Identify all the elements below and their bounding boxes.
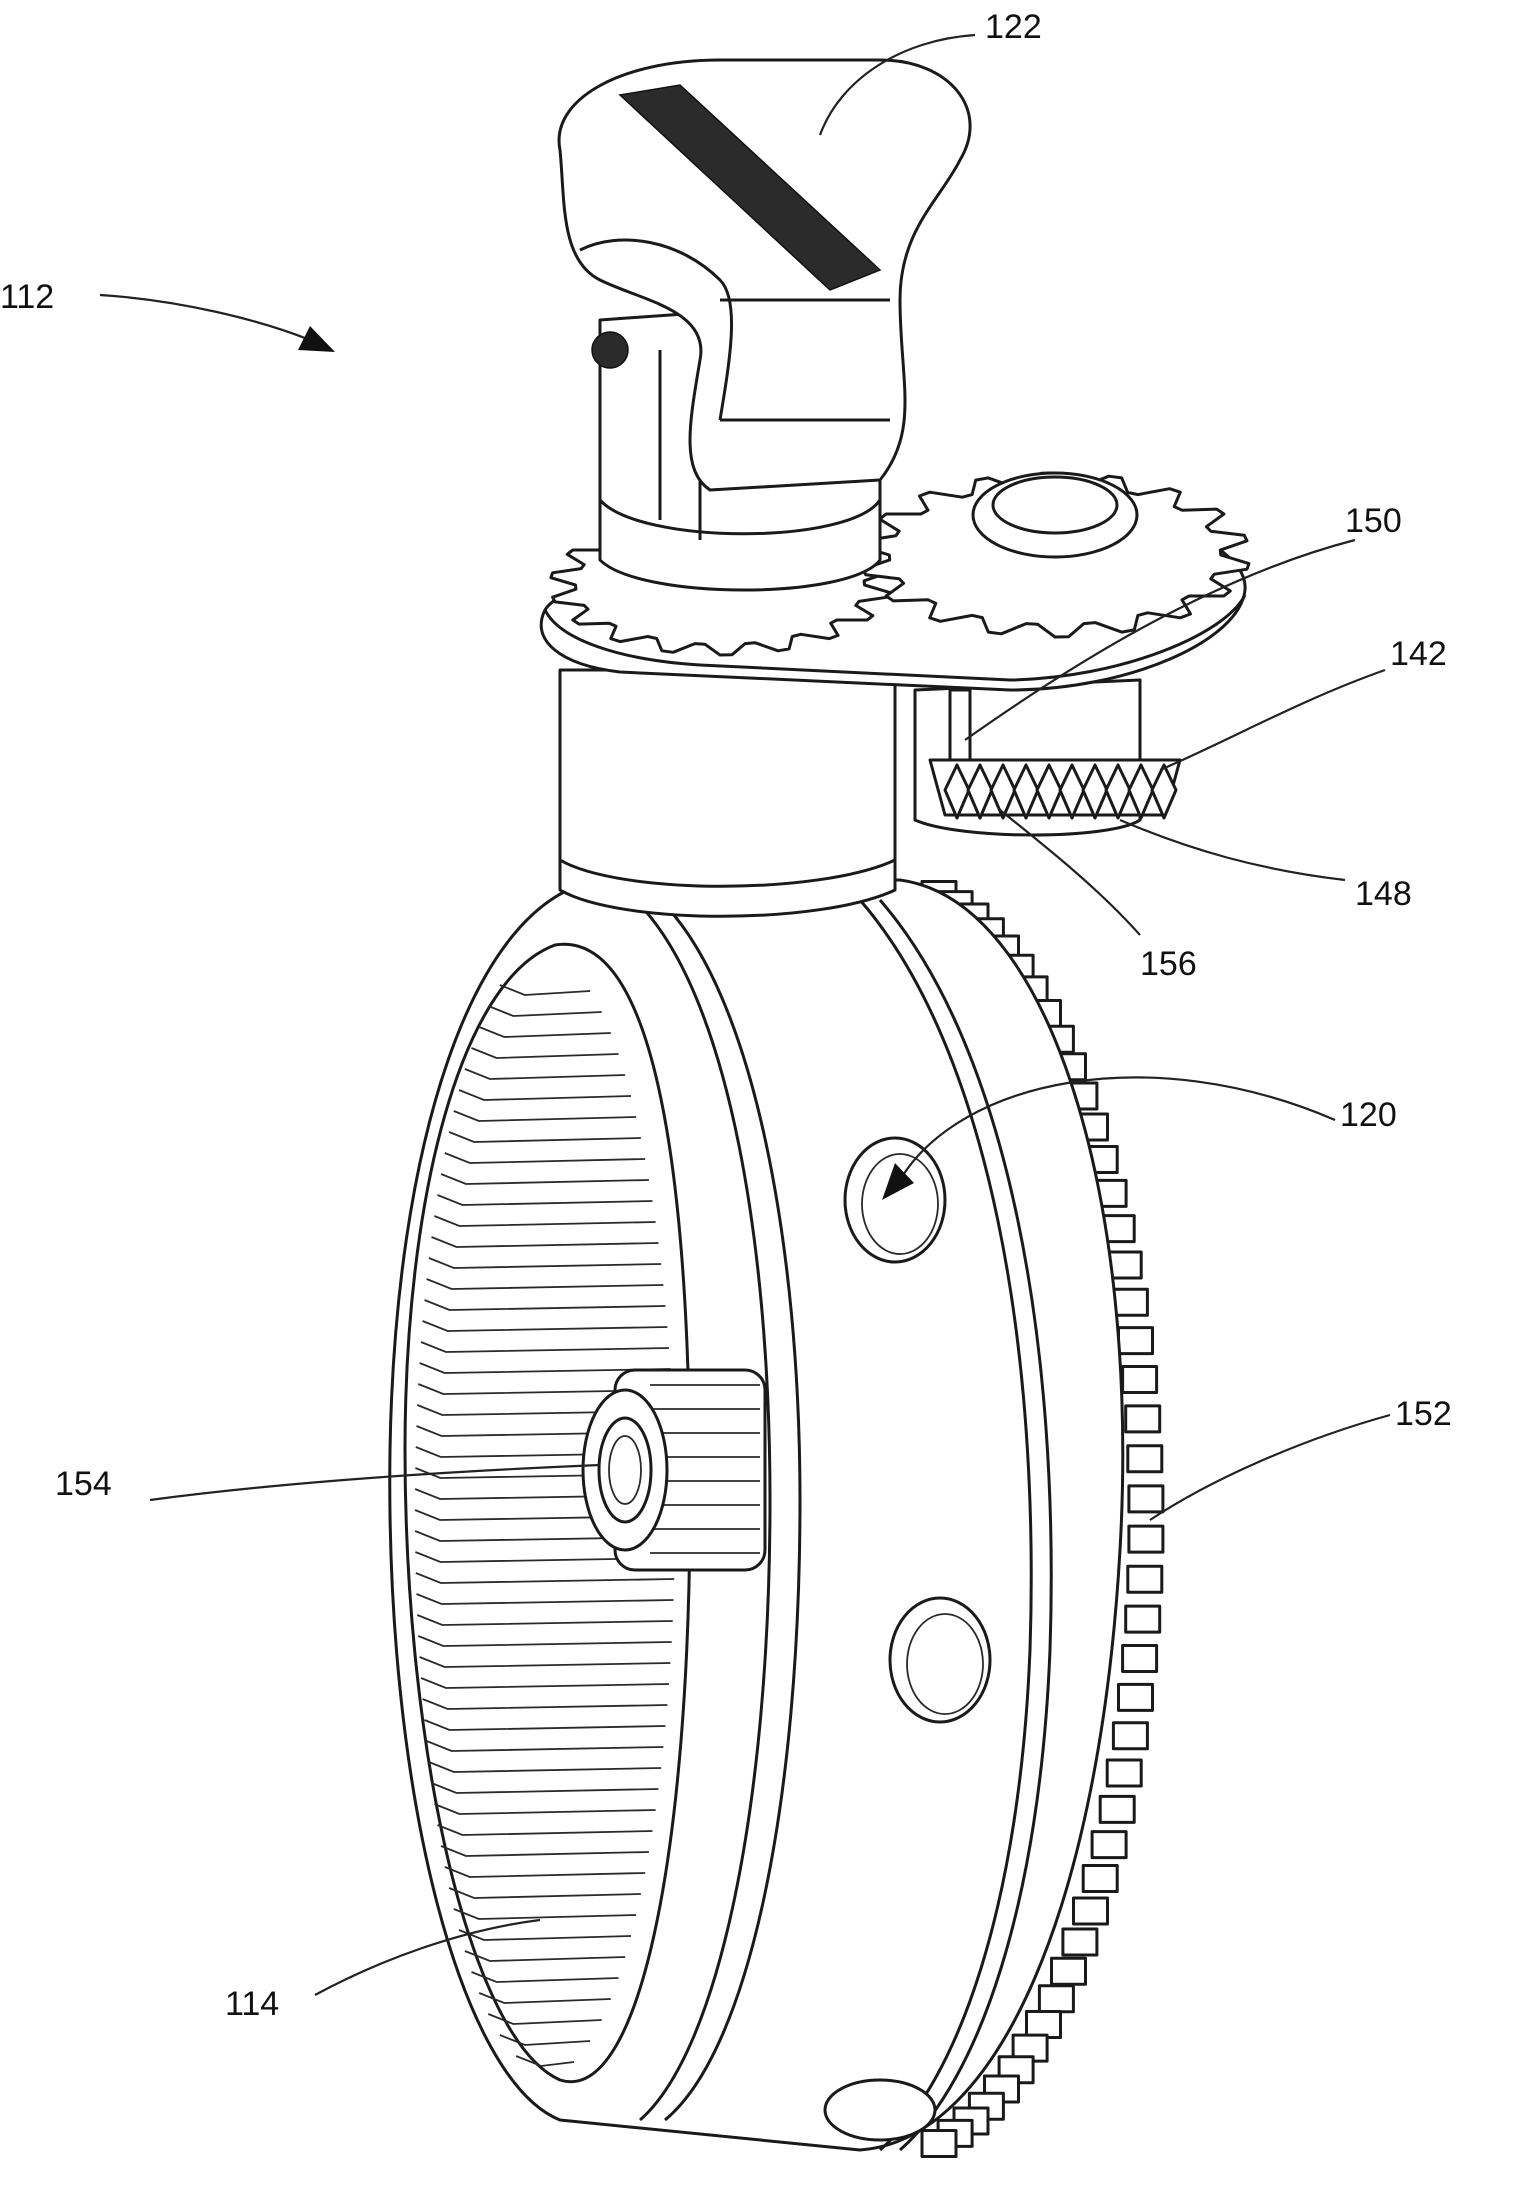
ring-hole-upper (845, 1138, 945, 1262)
leader-148 (1120, 820, 1345, 880)
outer-tooth (1074, 1898, 1108, 1924)
label-120: 120 (1340, 1096, 1397, 1134)
collar-cylinder (560, 670, 895, 916)
outer-tooth (1083, 1866, 1117, 1892)
outer-tooth (1123, 1646, 1157, 1672)
ring-hole-lower (890, 1598, 990, 1722)
outer-tooth (1128, 1566, 1162, 1592)
label-150: 150 (1345, 502, 1402, 540)
leader-142 (1160, 670, 1385, 770)
outer-tooth (1126, 1606, 1160, 1632)
outer-tooth (922, 2131, 956, 2157)
outer-tooth (1128, 1446, 1162, 1472)
label-154: 154 (55, 1465, 112, 1503)
label-156: 156 (1140, 945, 1197, 983)
outer-tooth (1123, 1367, 1157, 1393)
outer-tooth (1126, 1406, 1160, 1432)
pinion-shaft (950, 690, 970, 760)
label-142: 142 (1390, 635, 1447, 673)
outer-tooth (1119, 1328, 1153, 1354)
outer-tooth (1039, 1986, 1073, 2012)
outer-tooth (1052, 1958, 1086, 1984)
label-112: 112 (0, 278, 54, 316)
outer-tooth (1119, 1684, 1153, 1710)
label-122: 122 (985, 8, 1042, 46)
outer-tooth (1113, 1723, 1147, 1749)
outer-tooth (1092, 1832, 1126, 1858)
handle (559, 60, 970, 590)
leader-152 (1150, 1415, 1390, 1520)
ring-gear (390, 880, 1163, 2157)
arrowhead-112 (298, 326, 335, 352)
outer-tooth (1063, 1929, 1097, 1955)
outer-tooth (1107, 1760, 1141, 1786)
label-114: 114 (225, 1985, 279, 2023)
label-148: 148 (1355, 875, 1412, 913)
outer-tooth (1129, 1526, 1163, 1552)
handle-screw (592, 332, 628, 368)
planet-gear-face (583, 1390, 667, 1550)
outer-tooth (1100, 1796, 1134, 1822)
label-152: 152 (1395, 1395, 1452, 1433)
leader-112 (100, 295, 310, 340)
planet-gear (583, 1370, 765, 1570)
outer-tooth (1129, 1486, 1163, 1512)
outer-tooth (1113, 1289, 1147, 1315)
ring-hole-bottom (825, 2080, 935, 2140)
